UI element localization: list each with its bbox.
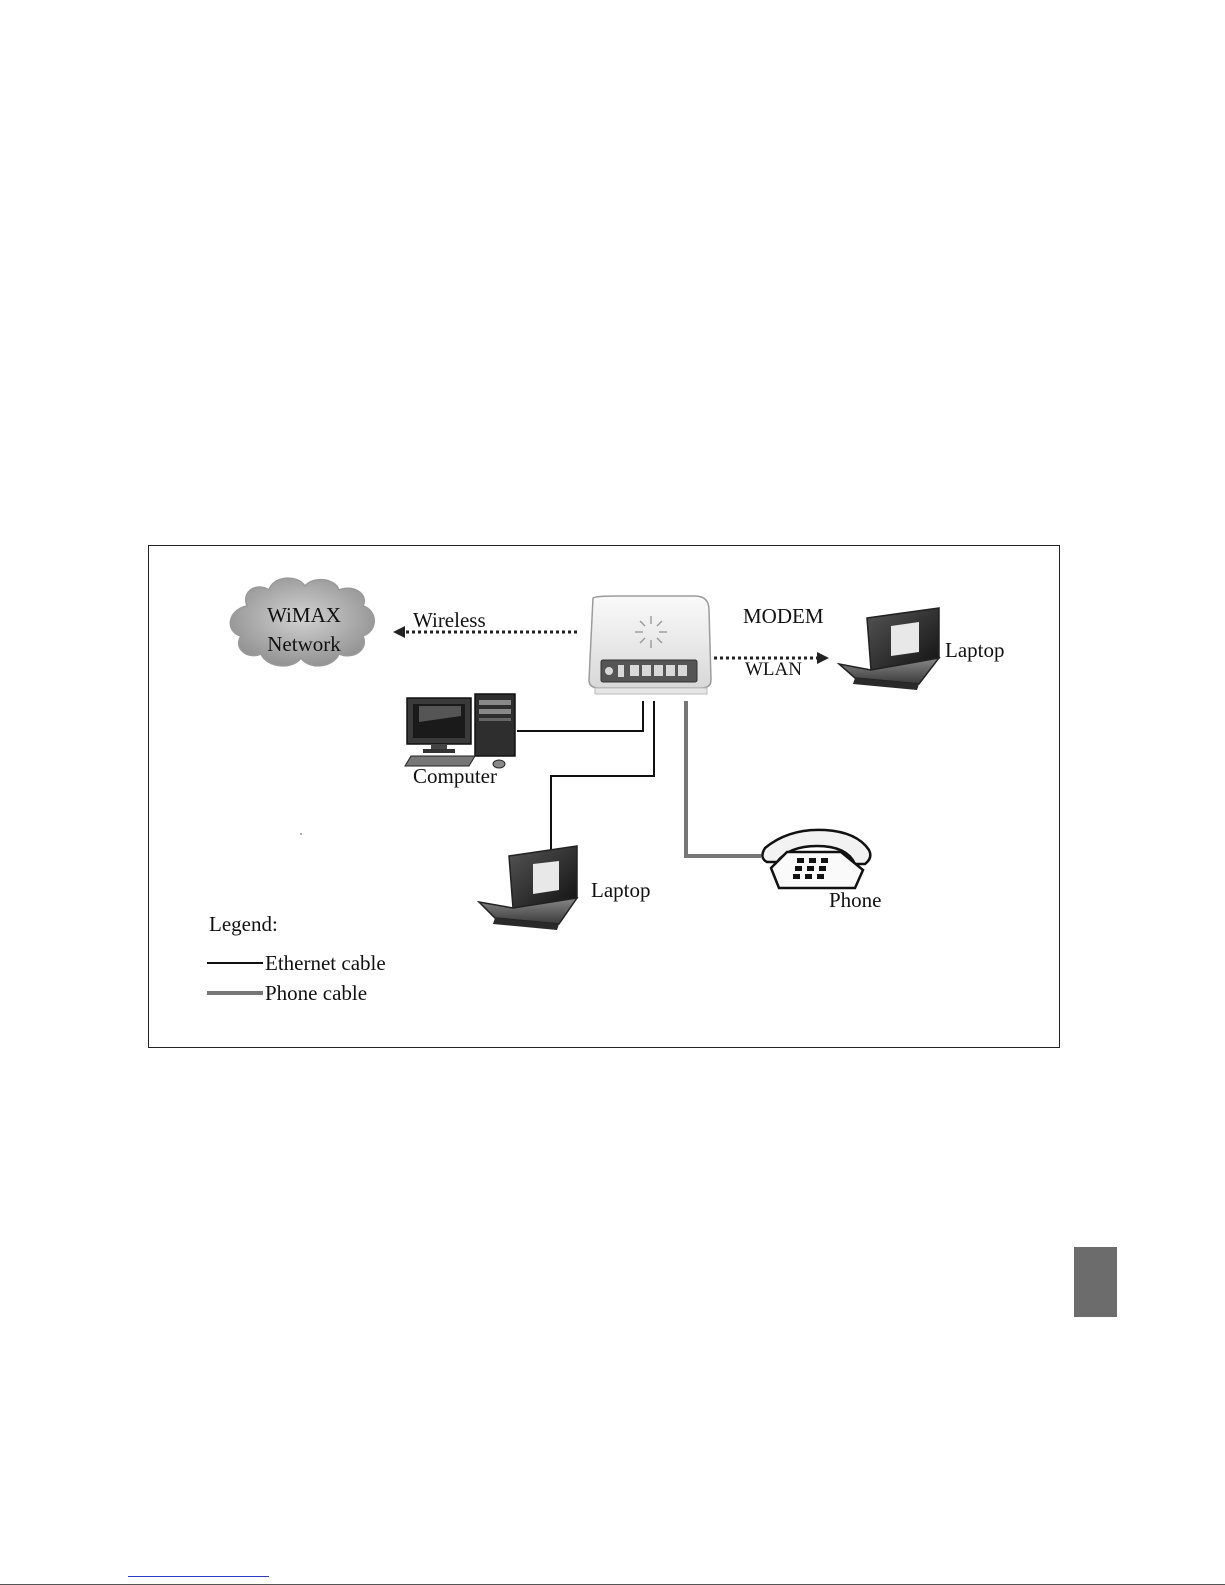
- modem-label: MODEM: [743, 606, 824, 627]
- wlan-label: WLAN: [745, 660, 802, 679]
- wireless-label: Wireless: [413, 610, 486, 631]
- legend-ethernet: Ethernet cable: [207, 953, 386, 974]
- network-diagram: WiMAX Network Wireless MODEM WLAN Laptop…: [148, 545, 1060, 1048]
- page-thumb-tab: [1074, 1247, 1117, 1317]
- footer-link-underline[interactable]: [128, 1576, 269, 1577]
- wimax-label-line1: WiMAX: [249, 601, 359, 630]
- laptop-right-icon: [839, 608, 939, 690]
- legend-phone-label: Phone cable: [265, 981, 367, 1005]
- legend-phone: Phone cable: [207, 983, 367, 1004]
- legend-phone-swatch: [207, 991, 263, 995]
- wimax-label-line2: Network: [249, 630, 359, 659]
- computer-label: Computer: [413, 766, 497, 787]
- phone-icon: [762, 830, 870, 888]
- legend-ethernet-swatch: [207, 962, 263, 964]
- laptop-bottom-icon: [479, 846, 577, 930]
- laptop-right-label: Laptop: [945, 640, 1004, 661]
- computer-icon: [405, 694, 515, 768]
- modem-icon: [589, 596, 711, 694]
- legend-ethernet-label: Ethernet cable: [265, 951, 386, 975]
- laptop-bottom-label: Laptop: [591, 880, 650, 901]
- phone-label: Phone: [829, 890, 882, 911]
- wimax-label: WiMAX Network: [249, 601, 359, 659]
- ethernet-cables: [517, 701, 654, 854]
- phone-cable: [686, 701, 761, 856]
- legend-title: Legend:: [209, 914, 278, 935]
